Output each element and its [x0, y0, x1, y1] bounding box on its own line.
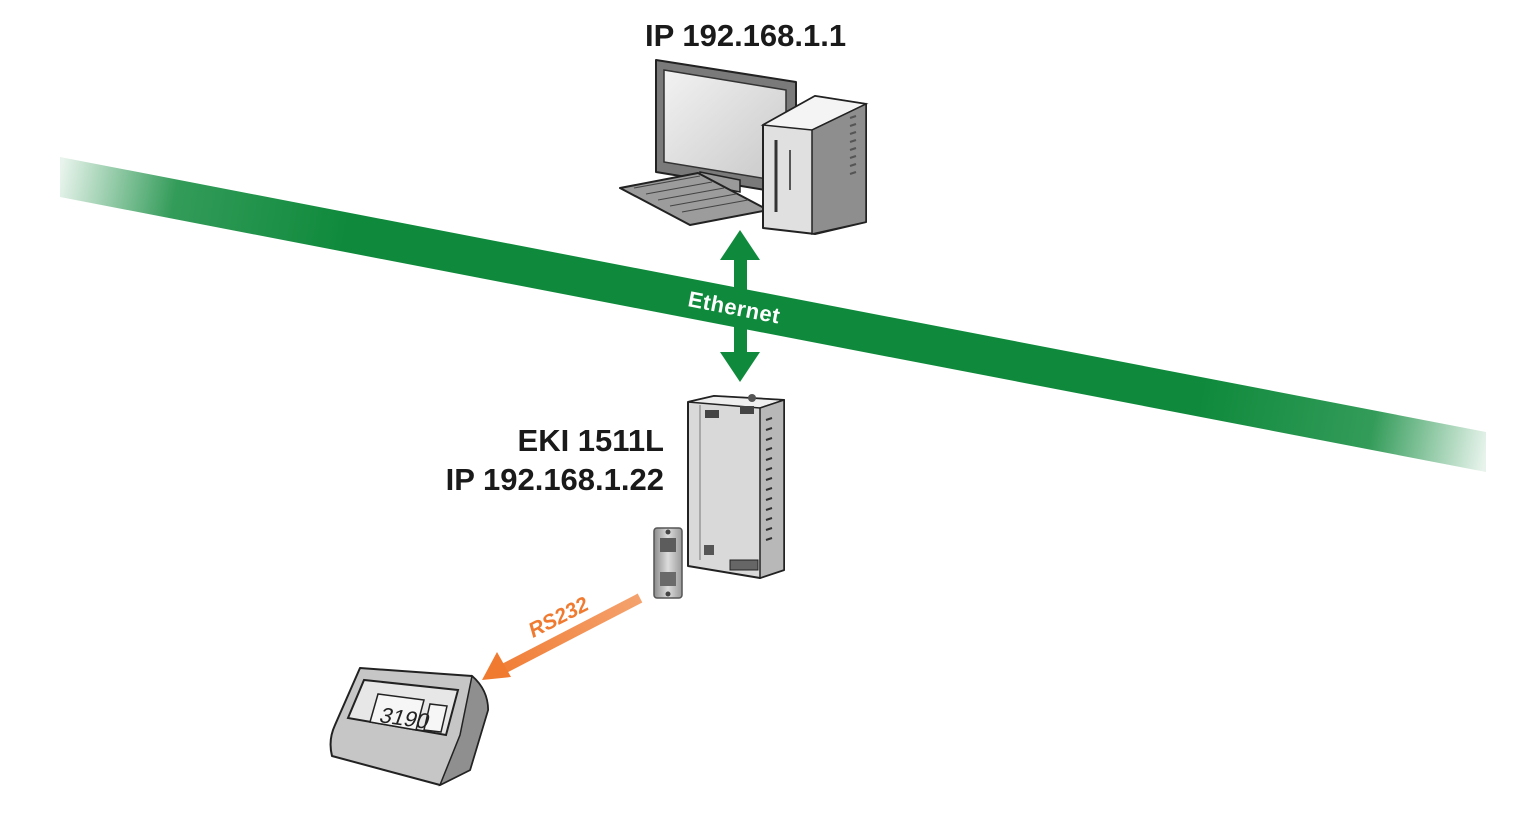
converter-model-label: EKI 1511L [517, 423, 664, 458]
converter-ip-label: IP 192.168.1.22 [445, 462, 664, 497]
ethernet-link-arrow [720, 230, 760, 382]
weighing-indicator-icon: 3190 [329, 667, 489, 787]
serial-device-server-icon [687, 394, 785, 580]
ethernet-band [60, 157, 1486, 472]
serial-connector-icon [653, 527, 683, 599]
rs232-link-arrow [482, 593, 643, 680]
desktop-computer-icon [619, 59, 869, 235]
pc-ip-label: IP 192.168.1.1 [645, 18, 847, 53]
